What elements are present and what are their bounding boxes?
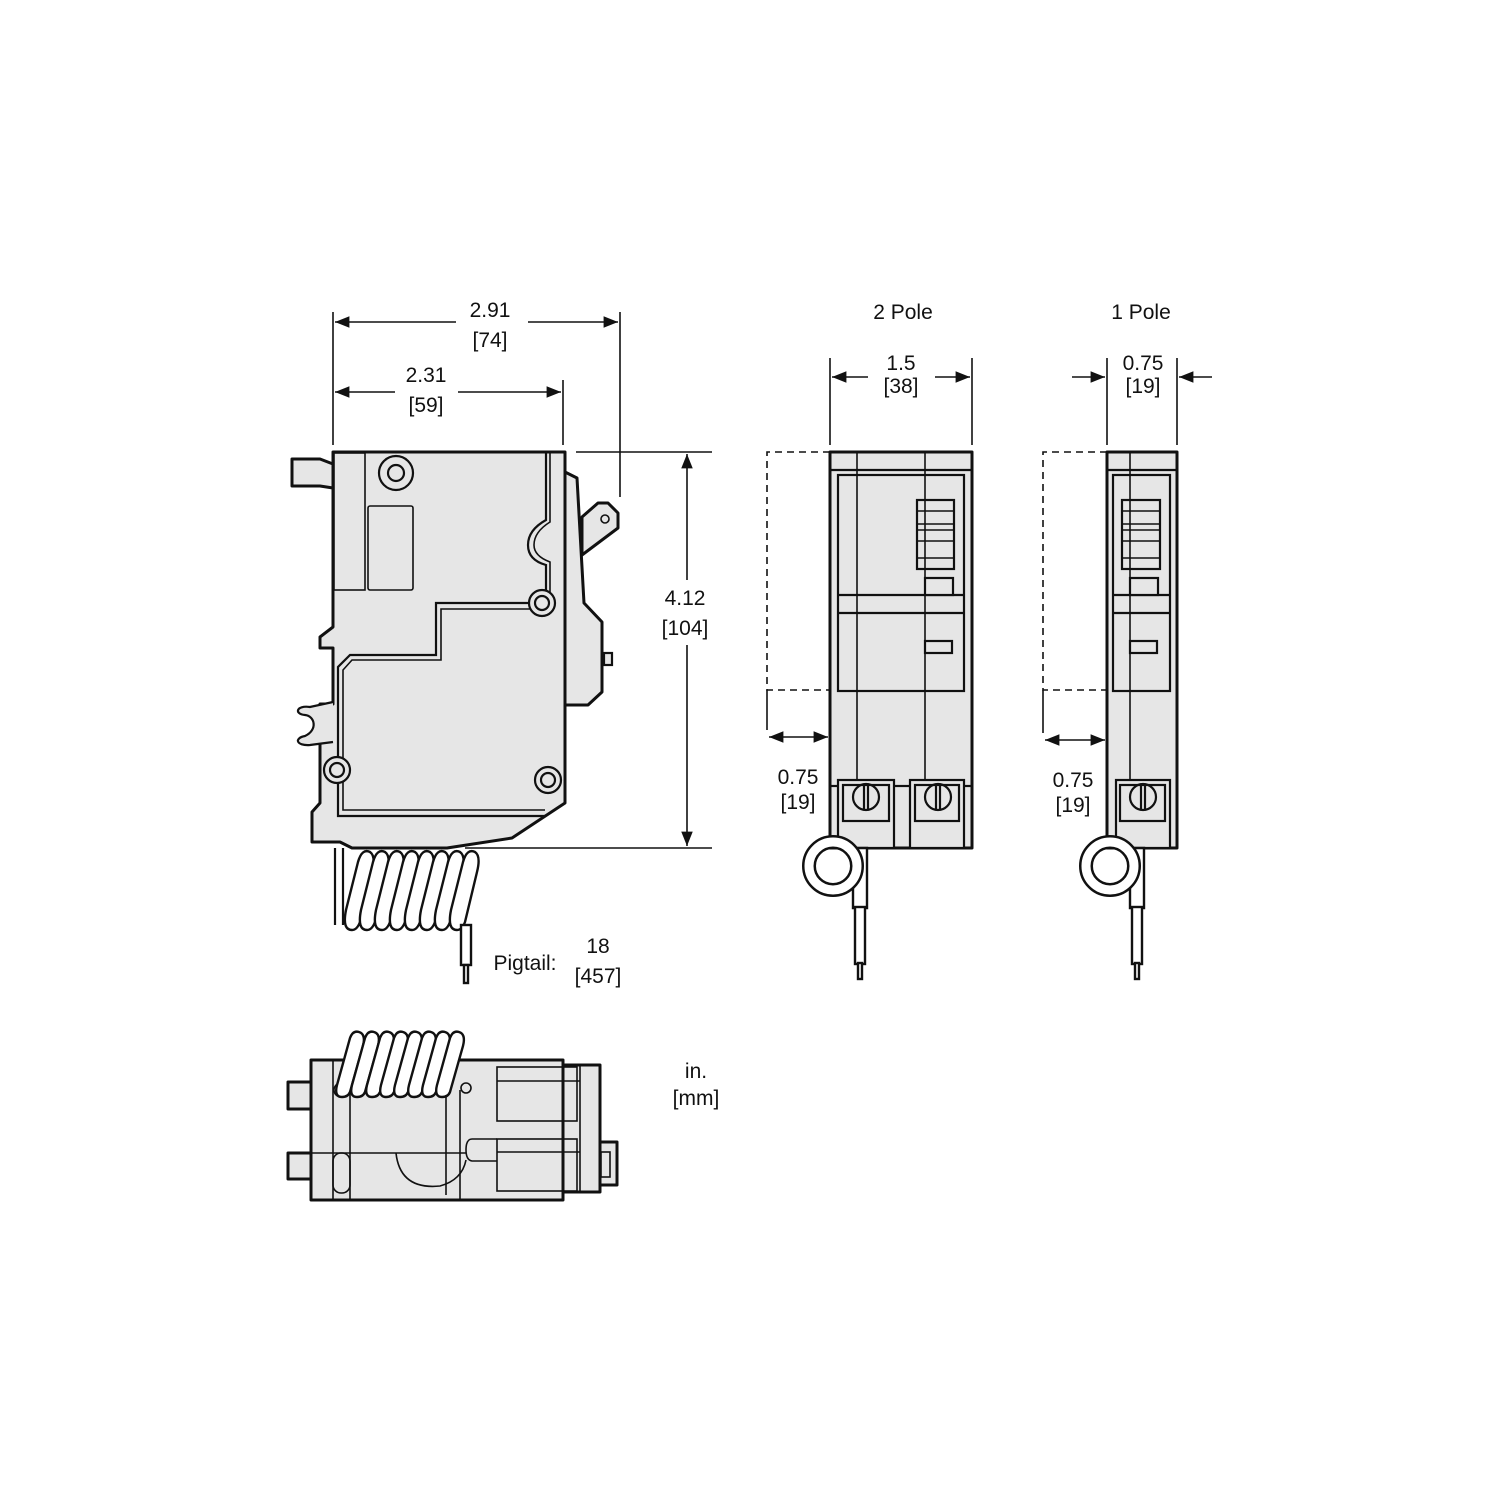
units-secondary: [mm]	[673, 1087, 720, 1110]
two-pole-width-in: 1.5	[886, 352, 915, 375]
bottom-view	[286, 1030, 619, 1202]
height-in: 4.12	[665, 587, 706, 610]
side-view	[290, 450, 620, 985]
two-pole-offset-in: 0.75	[778, 766, 819, 789]
overall-depth-in: 2.91	[470, 299, 511, 322]
dimension-overall-depth: 2.91 [74]	[332, 299, 621, 497]
units-legend: in. [mm]	[673, 1060, 720, 1110]
pigtail-length: Pigtail: 18 [457]	[493, 935, 621, 988]
overall-depth-mm: [74]	[472, 329, 507, 352]
units-primary: in.	[685, 1060, 707, 1083]
pigtail-coil	[333, 848, 480, 985]
two-pole-front-view: 2 Pole 1.5 [38] 0.75 [19]	[766, 301, 974, 981]
one-pole-offset-in: 0.75	[1053, 769, 1094, 792]
one-pole-width-in: 0.75	[1123, 352, 1164, 375]
terminal-screw	[836, 778, 896, 850]
body-depth-mm: [59]	[408, 394, 443, 417]
dimension-height: 4.12 [104]	[465, 451, 712, 849]
height-mm: [104]	[662, 617, 709, 640]
two-pole-offset-mm: [19]	[780, 791, 815, 814]
pigtail-loop	[802, 835, 869, 981]
pigtail-in: 18	[586, 935, 609, 958]
one-pole-offset-mm: [19]	[1055, 794, 1090, 817]
pigtail-coil	[333, 1030, 466, 1099]
terminal-screw	[908, 778, 966, 850]
pigtail-label: Pigtail:	[493, 952, 556, 975]
pigtail-loop	[1079, 835, 1146, 981]
one-pole-title: 1 Pole	[1111, 301, 1171, 324]
one-pole-front-view: 1 Pole 0.75 [19] 0.75 [19]	[1042, 301, 1212, 981]
two-pole-title: 2 Pole	[873, 301, 933, 324]
terminal-screw	[1114, 778, 1172, 850]
two-pole-width-mm: [38]	[883, 375, 918, 398]
one-pole-width-mm: [19]	[1125, 375, 1160, 398]
body-depth-in: 2.31	[406, 364, 447, 387]
pigtail-mm: [457]	[575, 965, 622, 988]
dimension-body-depth: 2.31 [59]	[335, 364, 564, 445]
